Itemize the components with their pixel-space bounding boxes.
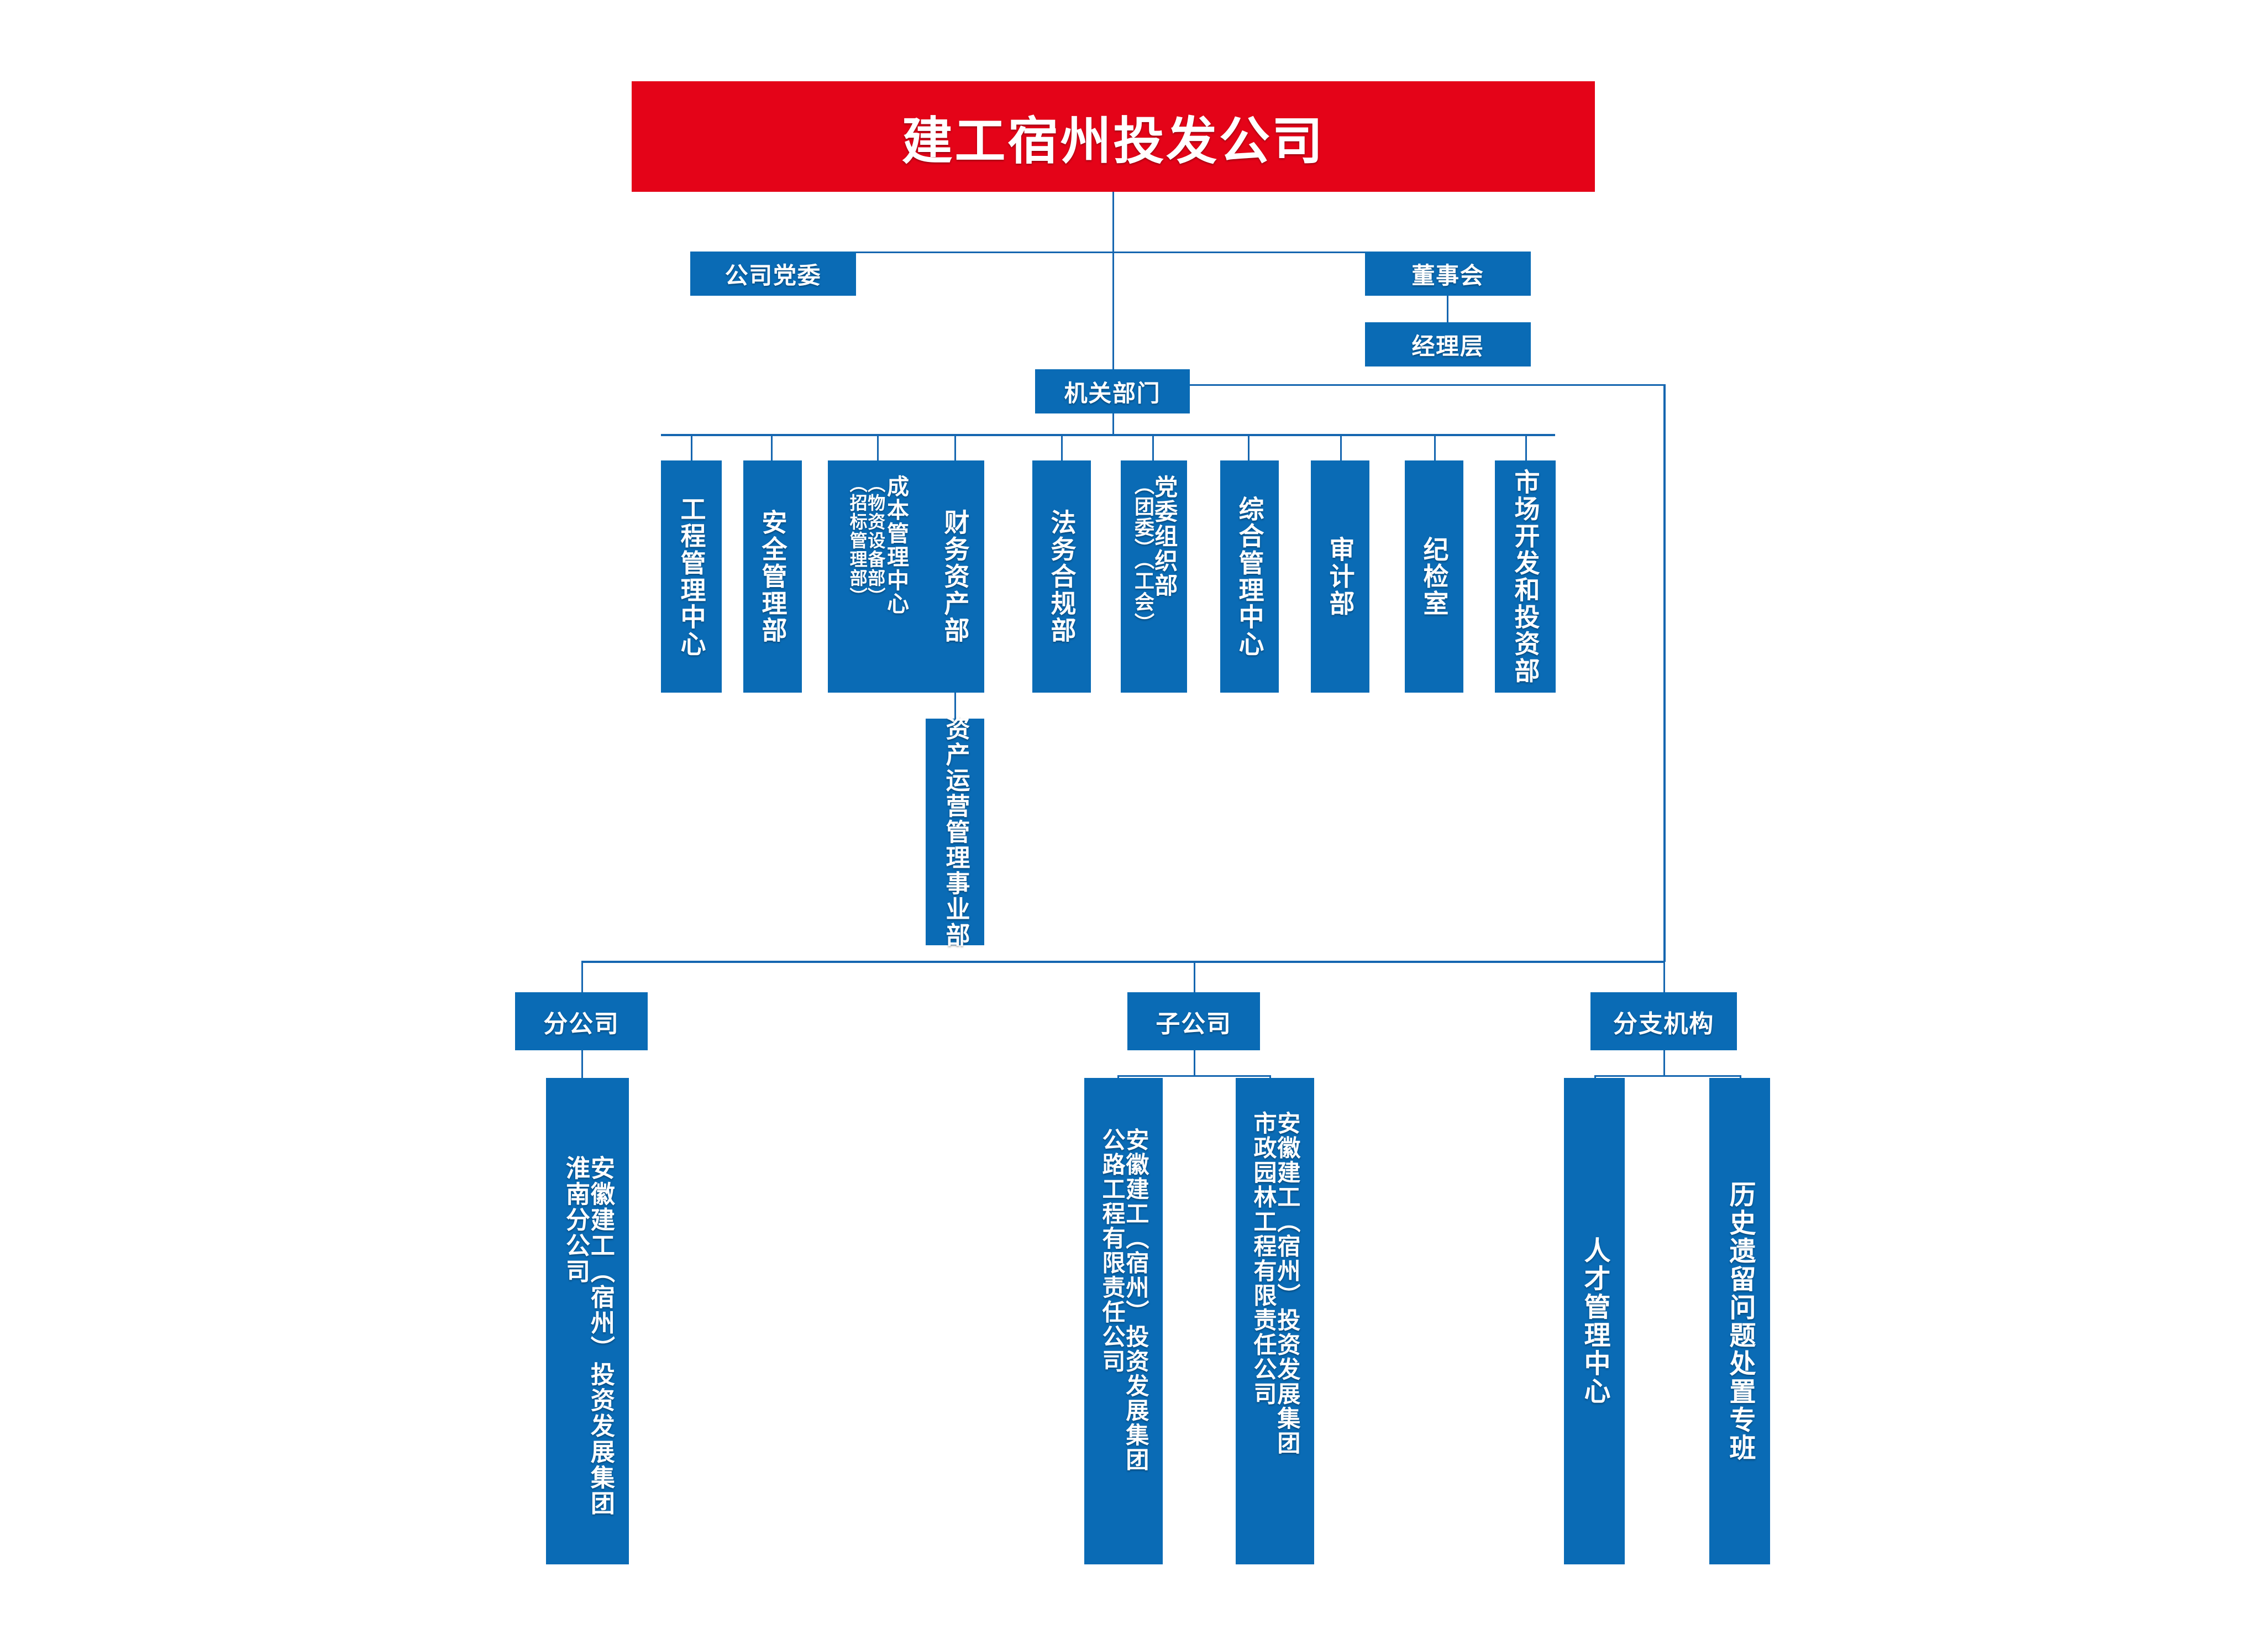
connector-functional-stem [1112,413,1114,436]
connector-drop-discipline [1434,434,1436,462]
node-dept-asset-operation-text: 资产运营管理事业部 [941,716,970,948]
connector-drop-market [1525,434,1527,462]
node-dept-finance-asset[interactable]: 财务资产部 [926,460,984,693]
connector-groups-bus [581,961,1665,963]
connector-root-stem [1112,192,1114,253]
node-dept-safety[interactable]: 安全管理部 [743,460,802,693]
node-dept-audit[interactable]: 审计部 [1311,460,1369,693]
node-org-talent-center[interactable]: 人才管理中心 [1564,1078,1625,1564]
connector-finance-to-asset-operation [954,693,956,720]
node-group-branch-organizations-label: 分支机构 [1613,1009,1715,1038]
node-dept-cost-management[interactable]: 成本管理中心 （物资设备部） （招标管理部） [828,460,927,693]
connector-functional-right [1190,384,1665,386]
connector-root-bus [704,252,1472,253]
node-dept-engineering-text: 工程管理中心 [676,495,707,658]
node-dept-market-investment-text: 市场开发和投资部 [1510,468,1541,685]
node-org-legacy-taskforce[interactable]: 历史遗留问题处置专班 [1709,1078,1770,1564]
node-company-highway-subsidiary[interactable]: 安徽建工（宿州）投资发展集团 公路工程有限责任公司 [1084,1078,1163,1564]
connector-subsidiaries-stem [1194,1050,1195,1077]
node-company-huainan-branch[interactable]: 安徽建工（宿州）投资发展集团 淮南分公司 [546,1078,629,1564]
node-group-branch-companies-label: 分公司 [543,1009,620,1038]
connector-board-to-management [1447,296,1448,323]
node-dept-discipline-inspection-text: 纪检室 [1419,536,1450,617]
node-dept-legal-compliance[interactable]: 法务合规部 [1032,460,1091,693]
connector-subsidiaries-bus [1117,1075,1271,1077]
connector-drop-cost [877,434,879,462]
node-dept-safety-text: 安全管理部 [758,509,788,644]
connector-branch-organizations-stem [1663,1050,1665,1077]
node-company-landscape-subsidiary-text: 安徽建工（宿州）投资发展集团 市政园林工程有限责任公司 [1250,1111,1301,1456]
node-root-company-label: 建工宿州投发公司 [901,111,1325,171]
node-group-subsidiaries[interactable]: 子公司 [1127,992,1260,1050]
node-dept-party-organization-text: 党委组织部 （团委）（工会） [1131,475,1178,634]
connector-drop-audit [1340,434,1342,462]
connector-departments-bus [661,434,1555,436]
node-dept-general-admin-text: 综合管理中心 [1235,495,1265,658]
connector-branch-companies-stem [581,1050,583,1079]
node-dept-party-organization[interactable]: 党委组织部 （团委）（工会） [1121,460,1187,693]
node-functional-departments[interactable]: 机关部门 [1035,369,1190,413]
node-board-of-directors-label: 董事会 [1411,261,1484,289]
connector-branch-organizations-bus [1594,1075,1741,1077]
connector-drop-subsidiaries [1194,961,1195,995]
node-group-branch-organizations[interactable]: 分支机构 [1590,992,1737,1050]
node-dept-asset-operation[interactable]: 资产运营管理事业部 [926,716,984,948]
connector-drop-branch-companies [581,961,583,995]
node-board-of-directors[interactable]: 董事会 [1365,252,1531,296]
connector-drop-legal [1061,434,1063,462]
connector-drop-admin [1248,434,1250,462]
node-company-party-committee[interactable]: 公司党委 [690,252,856,296]
connector-drop-party-org [1152,434,1154,462]
node-dept-discipline-inspection[interactable]: 纪检室 [1405,460,1463,693]
node-group-subsidiaries-label: 子公司 [1156,1009,1232,1038]
connector-drop-engineering [691,434,692,462]
node-group-branch-companies[interactable]: 分公司 [515,992,648,1050]
node-dept-market-investment[interactable]: 市场开发和投资部 [1495,460,1556,693]
node-org-legacy-taskforce-text: 历史遗留问题处置专班 [1724,1180,1756,1462]
node-management-layer-label: 经理层 [1411,332,1484,360]
node-company-highway-subsidiary-text: 安徽建工（宿州）投资发展集团 公路工程有限责任公司 [1099,1128,1149,1473]
node-dept-general-admin[interactable]: 综合管理中心 [1220,460,1279,693]
node-org-talent-center-text: 人才管理中心 [1579,1237,1610,1406]
node-company-huainan-branch-text: 安徽建工（宿州）投资发展集团 淮南分公司 [561,1155,615,1516]
node-company-party-committee-label: 公司党委 [725,261,822,289]
node-dept-engineering[interactable]: 工程管理中心 [661,460,722,693]
connector-drop-safety [771,434,773,462]
node-functional-departments-label: 机关部门 [1064,379,1161,407]
node-dept-audit-text: 审计部 [1325,536,1356,617]
connector-drop-branch-organizations [1663,961,1665,995]
node-management-layer[interactable]: 经理层 [1365,322,1531,366]
connector-to-functional [1112,252,1114,370]
connector-right-trunk [1663,384,1666,962]
node-root-company[interactable]: 建工宿州投发公司 [632,81,1595,192]
node-dept-cost-management-text: 成本管理中心 （物资设备部） （招标管理部） [847,475,909,616]
node-dept-finance-asset-text: 财务资产部 [940,509,970,644]
node-company-landscape-subsidiary[interactable]: 安徽建工（宿州）投资发展集团 市政园林工程有限责任公司 [1236,1078,1314,1564]
connector-drop-finance [954,434,956,462]
node-dept-legal-compliance-text: 法务合规部 [1047,509,1077,644]
